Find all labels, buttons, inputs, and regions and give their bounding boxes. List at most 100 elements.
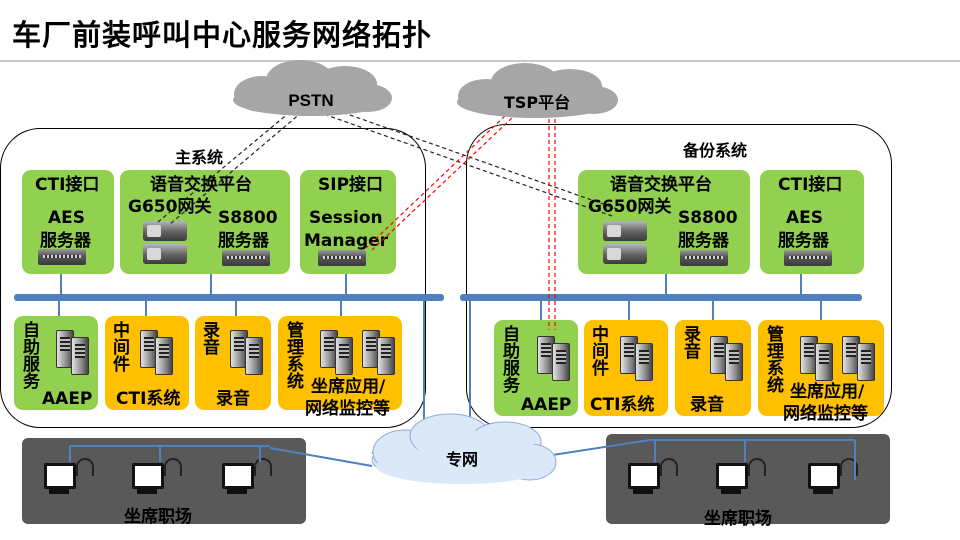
g650-gateway-icon [143, 244, 187, 264]
main-aes-label: AES [48, 208, 86, 228]
tsp-cloud-label: TSP平台 [504, 93, 570, 112]
link [712, 298, 714, 320]
aes-server-icon [38, 249, 86, 265]
s8800-server-icon [680, 250, 728, 266]
agent-monitor-icon [808, 463, 840, 489]
main-s8800-label: S8800 [218, 208, 278, 228]
backup-seat-app-label: 坐席应用/ [790, 382, 865, 402]
tsp-cloud-icon [457, 63, 618, 118]
pstn-to-main-g650-link [157, 111, 291, 223]
link [60, 274, 62, 298]
main-recording-name: 录音 [216, 389, 250, 409]
aaep-server-icon [552, 343, 570, 381]
management-server-icon [377, 337, 395, 375]
pstn-to-backup-g650-link [329, 107, 621, 211]
main-lan-bus [14, 294, 444, 301]
main-aes-server-label: 服务器 [40, 231, 91, 251]
recording-server-icon [725, 343, 743, 381]
main-aaep-name: AAEP [42, 389, 93, 409]
link [628, 298, 630, 320]
backup-cti-system-name: CTI系统 [590, 395, 655, 415]
backup-management-vertical-label: 管理系统 [763, 325, 783, 393]
backup-voice-title: 语音交换平台 [610, 175, 712, 195]
recording-server-icon [245, 337, 263, 375]
title-divider [0, 60, 960, 62]
s8800-server-icon [222, 250, 270, 266]
agent-keyboard-icon [813, 488, 833, 494]
main-manager-label: Manager [304, 231, 389, 251]
g650-gateway-icon [603, 221, 647, 241]
link [145, 298, 147, 318]
link [345, 274, 347, 298]
agent-monitor-icon [222, 463, 254, 489]
main-g650-label: G650网关 [128, 197, 212, 217]
pstn-to-backup-g650-link [317, 111, 613, 217]
backup-cti-title: CTI接口 [778, 175, 843, 195]
backup-system-label: 备份系统 [683, 141, 748, 160]
management-server-icon [335, 337, 353, 375]
main-session-label: Session [309, 208, 383, 228]
aes-server-icon [784, 250, 832, 266]
right-seat-to-private-net-link [545, 439, 651, 457]
agent-keyboard-icon [137, 488, 157, 494]
link [540, 298, 542, 322]
agent-monitor-icon [132, 463, 164, 489]
private-network-label: 专网 [446, 450, 478, 469]
backup-aaep-name: AAEP [521, 395, 572, 415]
right-seat-area-label: 坐席职场 [704, 509, 772, 529]
backup-aes-label: AES [786, 208, 824, 228]
backup-s8800-label: S8800 [678, 208, 738, 228]
tsp-to-session-manager-link [371, 117, 513, 251]
cti-server-icon [635, 343, 653, 381]
main-net-monitor-label: 网络监控等 [305, 399, 390, 419]
g650-gateway-icon [143, 221, 187, 241]
headset-icon [164, 458, 182, 476]
management-server-icon [320, 330, 338, 368]
backup-cti-system-vertical-label: 中间件 [588, 325, 608, 376]
agent-monitor-icon [628, 463, 660, 489]
pstn-cloud-icon [233, 60, 392, 116]
pstn-to-main-g650-link [169, 111, 303, 225]
link [665, 274, 667, 298]
agent-monitor-icon [44, 463, 76, 489]
main-voice-title: 语音交换平台 [150, 175, 252, 195]
main-cti-title: CTI接口 [35, 175, 100, 195]
backup-net-monitor-label: 网络监控等 [783, 404, 868, 424]
management-server-icon [857, 343, 875, 381]
agent-keyboard-icon [633, 488, 653, 494]
headset-icon [76, 458, 94, 476]
backup-aaep-vertical-label: 自助服务 [499, 325, 519, 393]
main-management-vertical-label: 管理系统 [283, 321, 303, 389]
backup-lan-bus [460, 294, 862, 301]
cti-server-icon [155, 337, 173, 375]
left-seat-area-label: 坐席职场 [124, 507, 192, 527]
main-aaep-vertical-label: 自助服务 [19, 321, 39, 389]
backup-recording-name: 录音 [690, 395, 724, 415]
agent-keyboard-icon [49, 488, 69, 494]
link [340, 298, 342, 318]
management-server-icon [815, 343, 833, 381]
tsp-to-session-manager-link [365, 115, 506, 249]
agent-keyboard-icon [227, 488, 247, 494]
agent-monitor-icon [716, 463, 748, 489]
left-seat-to-private-net-link [269, 447, 373, 467]
main-cti-system-name: CTI系统 [116, 389, 181, 409]
backup-recording-vertical-label: 录音 [680, 325, 700, 359]
main-s8800-server-label: 服务器 [218, 231, 269, 251]
backup-aes-server-label: 服务器 [778, 231, 829, 251]
main-system-label: 主系统 [175, 148, 224, 167]
backup-s8800-server-label: 服务器 [678, 231, 729, 251]
g650-gateway-icon [603, 244, 647, 264]
main-cti-system-vertical-label: 中间件 [109, 321, 129, 372]
backup-g650-label: G650网关 [588, 197, 672, 217]
main-recording-vertical-label: 录音 [199, 321, 219, 355]
main-sip-title: SIP接口 [318, 175, 384, 195]
main-seat-app-label: 坐席应用/ [311, 377, 386, 397]
link [210, 274, 212, 298]
agent-keyboard-icon [721, 488, 741, 494]
aaep-server-icon [71, 337, 89, 375]
private-network-cloud-icon [371, 413, 557, 484]
headset-icon [840, 458, 858, 476]
headset-icon [748, 458, 766, 476]
